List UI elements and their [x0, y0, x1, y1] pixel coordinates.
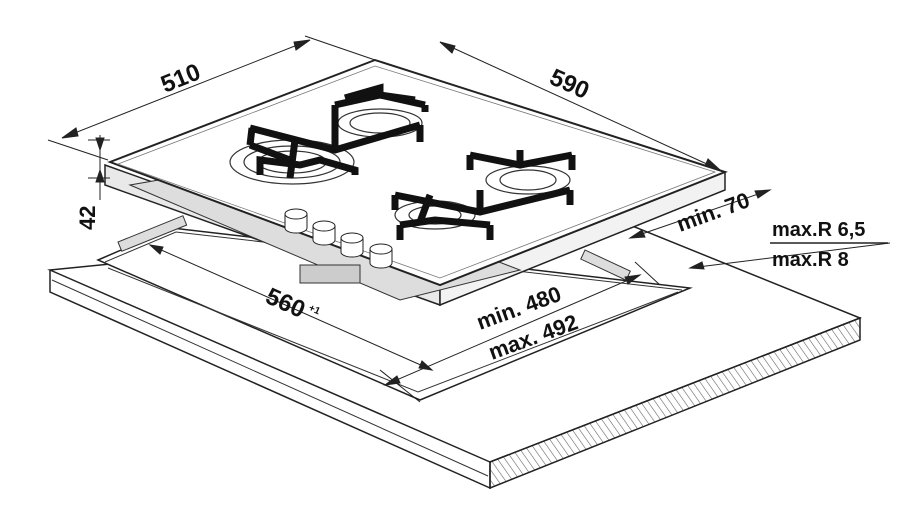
dim-height-label: 42: [75, 206, 100, 230]
dim-depth-label: 590: [546, 64, 594, 105]
knob-4: [369, 243, 393, 269]
dim-radius-bottom-label: max.R 8: [772, 249, 849, 271]
knob-1: [284, 208, 308, 234]
cutout: [96, 215, 693, 401]
dim-radius-top-label: max.R 6,5: [772, 219, 865, 241]
pan-support-left: [246, 83, 429, 179]
dimension-lines: [47, 35, 891, 403]
knob-3: [340, 232, 364, 258]
dim-width-label: 510: [157, 59, 204, 99]
pan-support-right: [391, 150, 576, 240]
control-knobs: [284, 208, 393, 269]
knob-2: [312, 220, 336, 246]
dim-cutout-length-tolerance: +1: [307, 303, 322, 318]
worktop-edge-grain: [489, 316, 861, 490]
